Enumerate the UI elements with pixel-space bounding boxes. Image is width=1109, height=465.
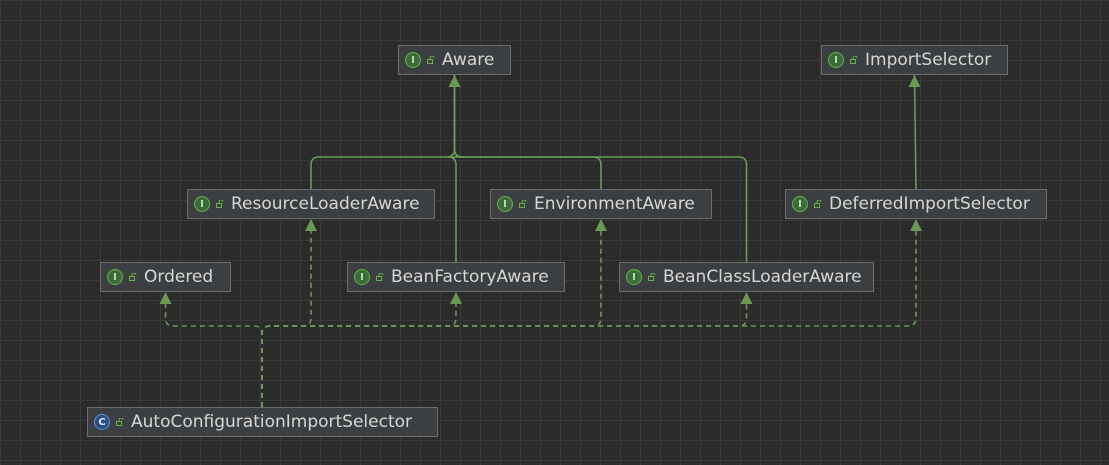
public-access-icon [850, 56, 858, 64]
node-label: AutoConfigurationImportSelector [131, 411, 413, 432]
node-label: ImportSelector [865, 49, 992, 70]
node-deferred-import-selector[interactable]: I DeferredImportSelector [785, 189, 1047, 219]
arrowhead-bean-factory-aware [450, 292, 462, 304]
public-access-icon [519, 200, 527, 208]
interface-icon: I [405, 52, 421, 68]
edge-extends-environment-aware-to-aware [453, 75, 602, 189]
edge-implements-auto-configuration-import-selector-to-bean-class-loader-aware [261, 292, 748, 407]
arrowhead-environment-aware [595, 219, 607, 231]
interface-icon: I [194, 196, 210, 212]
interface-icon: I [792, 196, 808, 212]
public-access-icon [129, 273, 137, 281]
node-ordered[interactable]: I Ordered [100, 262, 231, 292]
arrowhead-import-selector [908, 75, 921, 87]
edge-extends-deferred-import-selector-to-import-selector [913, 74, 917, 190]
edge-implements-auto-configuration-import-selector-to-environment-aware [261, 219, 602, 407]
edge-implements-auto-configuration-import-selector-to-bean-factory-aware [261, 292, 457, 407]
public-access-icon [648, 273, 656, 281]
node-resource-loader-aware[interactable]: I ResourceLoaderAware [187, 189, 435, 219]
node-bean-factory-aware[interactable]: I BeanFactoryAware [347, 262, 565, 292]
edge-implements-auto-configuration-import-selector-to-ordered [164, 292, 263, 407]
public-access-icon [427, 56, 435, 64]
node-label: DeferredImportSelector [829, 193, 1030, 214]
edge-extends-bean-class-loader-aware-to-aware [453, 75, 748, 262]
edge-implements-auto-configuration-import-selector-to-resource-loader-aware [261, 219, 312, 407]
node-import-selector[interactable]: I ImportSelector [821, 45, 1008, 75]
arrowhead-deferred-import-selector [910, 219, 922, 231]
node-label: Ordered [144, 266, 214, 287]
public-access-icon [376, 273, 384, 281]
node-label: Aware [442, 49, 495, 70]
interface-icon: I [828, 52, 844, 68]
edge-implements-auto-configuration-import-selector-to-deferred-import-selector [261, 219, 917, 407]
arrowhead-resource-loader-aware [305, 219, 317, 231]
node-auto-configuration-import-selector[interactable]: C AutoConfigurationImportSelector [87, 407, 438, 437]
arrowhead-ordered [159, 292, 172, 304]
node-label: ResourceLoaderAware [231, 193, 420, 214]
public-access-icon [116, 418, 124, 426]
node-bean-class-loader-aware[interactable]: I BeanClassLoaderAware [619, 262, 874, 292]
class-icon: C [94, 414, 110, 430]
interface-icon: I [497, 196, 513, 212]
public-access-icon [814, 200, 822, 208]
interface-icon: I [107, 269, 123, 285]
node-environment-aware[interactable]: I EnvironmentAware [490, 189, 712, 219]
node-label: BeanFactoryAware [391, 266, 549, 287]
interface-icon: I [354, 269, 370, 285]
public-access-icon [216, 200, 224, 208]
arrowhead-bean-class-loader-aware [740, 292, 753, 304]
node-aware[interactable]: I Aware [398, 45, 511, 75]
node-label: BeanClassLoaderAware [663, 266, 862, 287]
edge-extends-resource-loader-aware-to-aware [310, 75, 456, 189]
node-label: EnvironmentAware [534, 193, 695, 214]
interface-icon: I [626, 269, 642, 285]
